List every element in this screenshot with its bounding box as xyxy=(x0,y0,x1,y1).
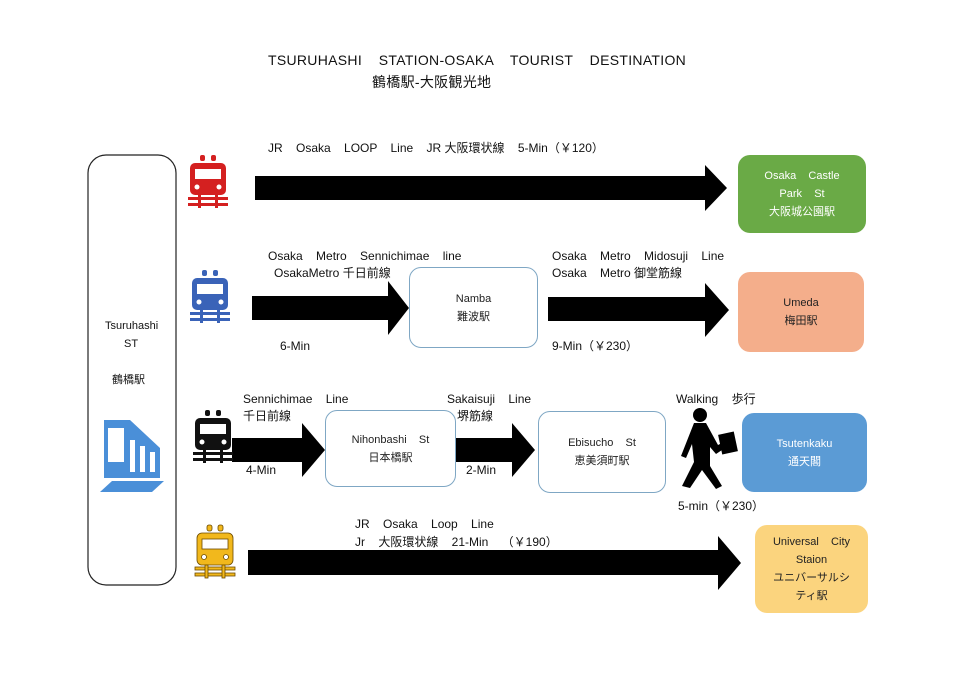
walking-person-icon xyxy=(681,408,738,489)
route3-walk: Walking 歩行 xyxy=(676,392,756,406)
train-icon-black xyxy=(193,410,233,463)
via-ja: 難波駅 xyxy=(457,310,490,323)
via-ja: 恵美須町駅 xyxy=(574,455,630,467)
dest-ja2: ティ駅 xyxy=(795,590,828,602)
route3-time1: 4-Min xyxy=(246,463,277,477)
route4-line2: Jr 大阪環状線 21-Min （￥190） xyxy=(355,535,558,549)
title-en: TSURUHASHI STATION-OSAKA TOURIST DESTINA… xyxy=(268,52,687,68)
via-namba: Namba 難波駅 xyxy=(409,267,538,348)
origin-st: ST xyxy=(124,338,139,350)
arrow-row4 xyxy=(248,536,741,590)
via-ja: 日本橋駅 xyxy=(368,451,413,464)
train-icon-red xyxy=(188,155,228,208)
dest-en1: Universal City xyxy=(772,536,851,548)
dest-universal-city: Universal City Staion ユニバーサルシ ティ駅 xyxy=(755,525,868,613)
route3-time2: 2-Min xyxy=(466,463,497,477)
title-ja: 鶴橋駅-大阪観光地 xyxy=(372,74,492,90)
train-side-icon xyxy=(100,420,164,492)
arrow-row3a xyxy=(232,423,325,477)
route2-line1b: OsakaMetro 千日前線 xyxy=(274,266,391,280)
origin-box xyxy=(87,154,177,586)
via-ebisucho: Ebisucho St 恵美須町駅 xyxy=(538,411,666,493)
dest-ja: 通天閣 xyxy=(788,455,821,468)
route2-line1a: Osaka Metro Sennichimae line xyxy=(268,249,462,263)
arrow-row2a xyxy=(252,281,409,335)
origin-name: Tsuruhashi xyxy=(105,320,159,332)
via-nihonbashi: Nihonbashi St 日本橋駅 xyxy=(325,410,456,487)
train-icon-yellow xyxy=(194,524,236,579)
dest-en: Tsutenkaku xyxy=(776,437,833,450)
route3-time3: 5-min（￥230） xyxy=(678,499,765,513)
route2-time1: 6-Min xyxy=(280,339,311,353)
via-en: Nihonbashi St xyxy=(351,433,430,446)
route3-line2a: Sakaisuji Line xyxy=(447,392,532,406)
dest-ja: 大阪城公園駅 xyxy=(769,206,835,218)
dest-en2: Park St xyxy=(779,188,825,200)
dest-en1: Osaka Castle xyxy=(764,170,840,182)
via-en: Ebisucho St xyxy=(568,437,636,449)
route4-line1: JR Osaka Loop Line xyxy=(355,517,494,531)
dest-ja1: ユニバーサルシ xyxy=(773,572,850,584)
via-en: Namba xyxy=(455,292,492,305)
dest-ja: 梅田駅 xyxy=(784,315,818,327)
route3-line1a: Sennichimae Line xyxy=(243,392,349,406)
arrow-row2b xyxy=(548,283,729,337)
dest-en: Umeda xyxy=(783,297,819,309)
dest-osaka-castle: Osaka Castle Park St 大阪城公園駅 xyxy=(738,155,866,233)
route1-line: JR Osaka LOOP Line JR 大阪環状線 5-Min（￥120） xyxy=(268,141,604,155)
dest-en2: Staion xyxy=(795,554,828,566)
route2-line2a: Osaka Metro Midosuji Line xyxy=(552,249,725,263)
origin-ja: 鶴橋駅 xyxy=(112,374,145,386)
arrow-row1 xyxy=(255,165,727,211)
arrow-row3b xyxy=(456,423,535,477)
route3-line1b: 千日前線 xyxy=(243,409,292,423)
dest-umeda: Umeda 梅田駅 xyxy=(738,272,864,352)
dest-tsutenkaku: Tsutenkaku 通天閣 xyxy=(742,413,867,492)
route3-line2b: 堺筋線 xyxy=(457,409,494,423)
train-icon-blue xyxy=(190,270,230,323)
route2-line2b: Osaka Metro 御堂筋線 xyxy=(552,266,683,280)
route2-time2: 9-Min（￥230） xyxy=(552,339,639,353)
